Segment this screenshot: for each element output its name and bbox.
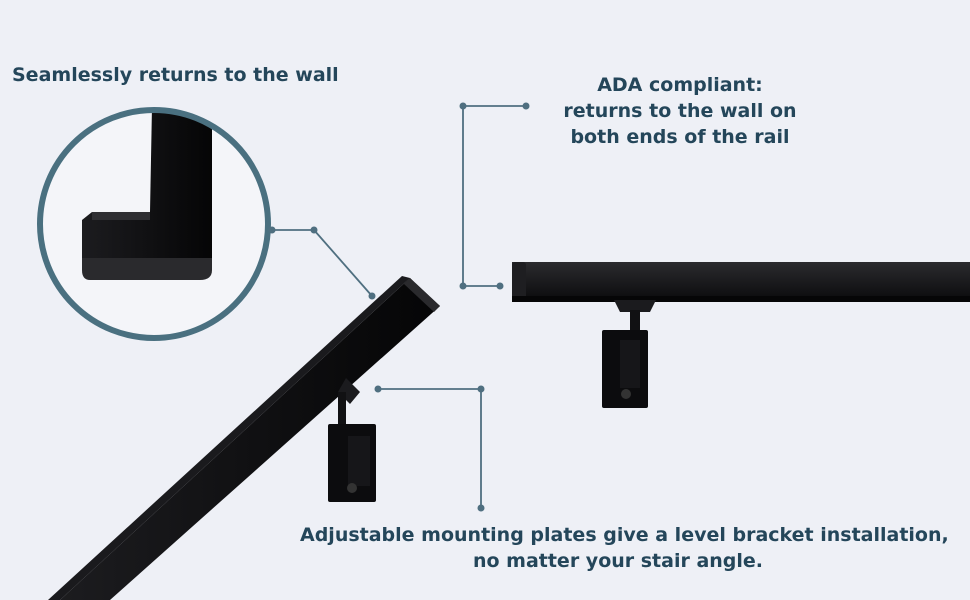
caption-adjustable-plates: Adjustable mounting plates give a level … [300, 522, 949, 574]
leader-adjustable [374, 385, 485, 512]
caption-ada-line-1: ADA compliant: [597, 74, 763, 96]
return-end-shape [82, 110, 212, 270]
zoom-circle-ring [37, 107, 271, 341]
horizontal-rail-end-cap [512, 262, 526, 302]
return-end-highlight [92, 212, 150, 220]
return-end-detail [82, 110, 212, 280]
zoom-detail-circle [37, 107, 271, 341]
caption-ada-compliant: ADA compliant: returns to the wall on bo… [560, 72, 800, 150]
caption-adjust-line-1: Adjustable mounting plates give a level … [300, 524, 949, 546]
horizontal-plate-screw [621, 389, 631, 399]
leader-ada [459, 102, 530, 290]
horizontal-rail-body [512, 262, 970, 302]
horizontal-bracket-clamp [614, 300, 656, 312]
angled-plate-inner [348, 436, 370, 486]
angled-bracket-post [338, 392, 346, 432]
caption-ada-line-2: returns to the wall on [563, 100, 797, 122]
angled-plate-screw [347, 483, 357, 493]
return-end-bottom-edge [82, 258, 212, 280]
caption-ada-line-3: both ends of the rail [570, 126, 790, 148]
angled-rail-end-cap [404, 278, 440, 312]
leader-seamless [268, 226, 376, 300]
angled-handrail [48, 276, 440, 600]
horizontal-handrail [512, 262, 970, 408]
horizontal-rail-bottom-edge [512, 296, 970, 302]
horizontal-bracket-post [630, 310, 640, 340]
caption-adjust-line-2: no matter your stair angle. [472, 550, 764, 572]
caption-seamless-return: Seamlessly returns to the wall [12, 64, 339, 86]
angled-rail-body [60, 278, 440, 600]
angled-rail-top-edge [48, 276, 410, 600]
horizontal-plate-inner [620, 340, 640, 388]
